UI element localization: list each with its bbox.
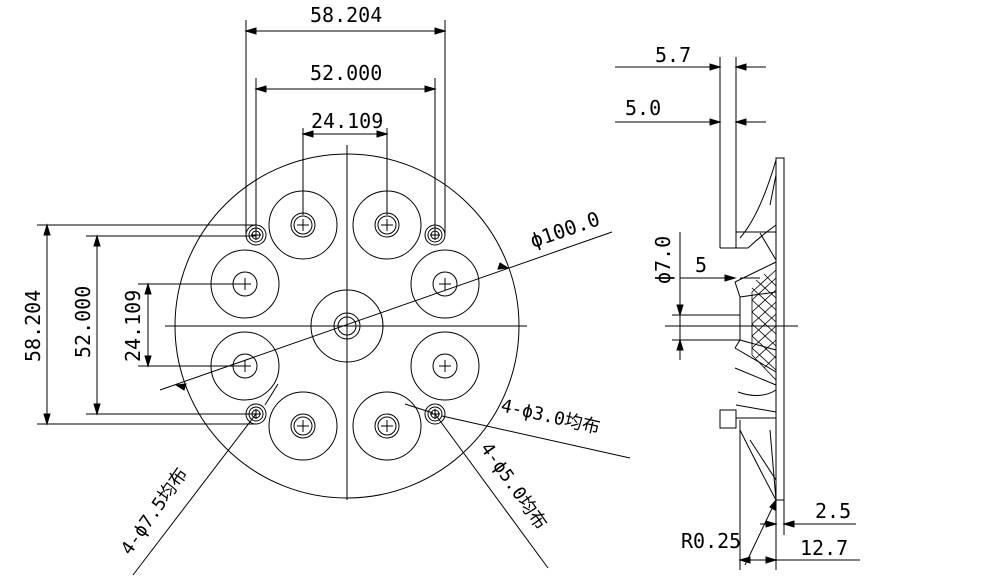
back-plate (775, 157, 785, 501)
top-dimensions (244, 20, 447, 235)
note-large-holes: 4-ϕ7.5均布 (117, 464, 192, 559)
dim-top-overall: 58.204 (310, 3, 382, 27)
dim-5-7: 5.7 (655, 43, 691, 67)
dim-top-inner: 24.109 (311, 109, 383, 133)
lens-center-marks (239, 219, 451, 432)
dim-left-inner: 24.109 (121, 290, 145, 362)
lens-bottom-left-outer (268, 391, 338, 461)
dim-diameter: ϕ100.0 (527, 207, 603, 253)
lens-right-lower-outer (410, 331, 480, 401)
lens-bottom-right-core (377, 416, 397, 436)
center-lens-inner (333, 312, 361, 340)
dim-2-5: 2.5 (815, 499, 851, 523)
front-view (37, 20, 631, 576)
dim-5-0: 5.0 (625, 96, 661, 120)
dim-phi7: ϕ7.0 (651, 236, 675, 284)
hole-note-leaders (132, 383, 631, 576)
dim-5: 5 (695, 253, 707, 277)
lens-right-lower-inner (432, 353, 458, 379)
lens-bottom-right-inner (374, 413, 400, 439)
note-medium-holes: 4-ϕ5.0均布 (476, 439, 551, 534)
lens-bottom-left-inner (290, 413, 316, 439)
lens-top-left-core (293, 215, 313, 235)
center-lens-core (337, 316, 357, 336)
center-lens-outer (310, 289, 384, 363)
lens-top-right-core (377, 215, 397, 235)
lens-right-upper-inner (432, 271, 458, 297)
crosshatch-center (751, 269, 777, 381)
lens-bottom-right-outer (352, 391, 422, 461)
lens-pod-group (210, 190, 480, 461)
side-view (615, 57, 860, 570)
lens-bottom-left-core (293, 416, 313, 436)
mounting-holes (245, 224, 446, 425)
dim-left-mid: 52.000 (71, 286, 95, 358)
dim-left-overall: 58.204 (21, 290, 45, 362)
lens-right-upper-outer (410, 249, 480, 319)
left-dimensions (37, 223, 256, 426)
dim-r025: R0.25 (681, 529, 741, 553)
dim-12-7: 12.7 (800, 536, 848, 560)
side-view-labels: 5.7 5.0 ϕ7.0 5 2.5 R0.25 12.7 (625, 43, 851, 560)
diameter-leader (159, 231, 613, 391)
dim-top-mid: 52.000 (310, 61, 382, 85)
front-view-labels: 58.204 52.000 24.109 58.204 52.000 24.10… (21, 3, 603, 559)
